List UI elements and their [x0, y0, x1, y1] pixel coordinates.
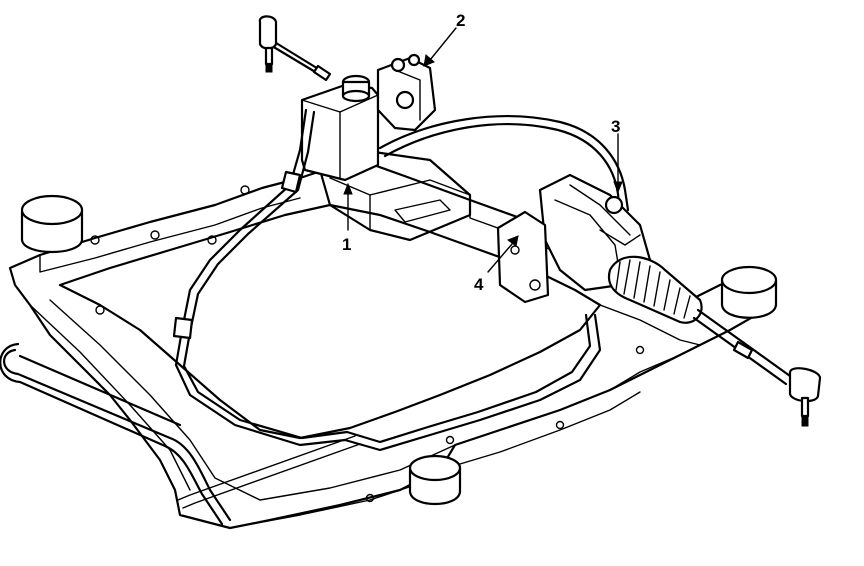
callout-4: 4: [474, 235, 519, 294]
fluid-reservoir: [300, 74, 380, 182]
rack-mount-bracket: [496, 210, 550, 304]
callout-2: 2: [423, 11, 465, 67]
front-subframe: [8, 158, 777, 530]
subframe-bushing-left-rear: [20, 194, 84, 254]
tie-rod-right: [692, 308, 822, 427]
cooler-line: [177, 313, 602, 509]
subframe-bushing-right-rear: [720, 265, 778, 319]
callout-1: 1: [342, 182, 353, 254]
callout-3-label: 3: [611, 117, 620, 136]
callout-2-label: 2: [456, 11, 465, 30]
subframe-bushing-front: [408, 454, 462, 505]
callout-4-label: 4: [474, 275, 484, 294]
tie-rod-left: [258, 15, 332, 82]
callout-3: 3: [611, 117, 623, 194]
callout-1-label: 1: [342, 235, 351, 254]
return-hose: [172, 108, 349, 447]
pump-mount-bracket: [240, 148, 472, 242]
power-steering-cooler: [0, 342, 232, 526]
power-steering-pump: [376, 53, 437, 132]
steering-rack-boot: [607, 255, 703, 324]
